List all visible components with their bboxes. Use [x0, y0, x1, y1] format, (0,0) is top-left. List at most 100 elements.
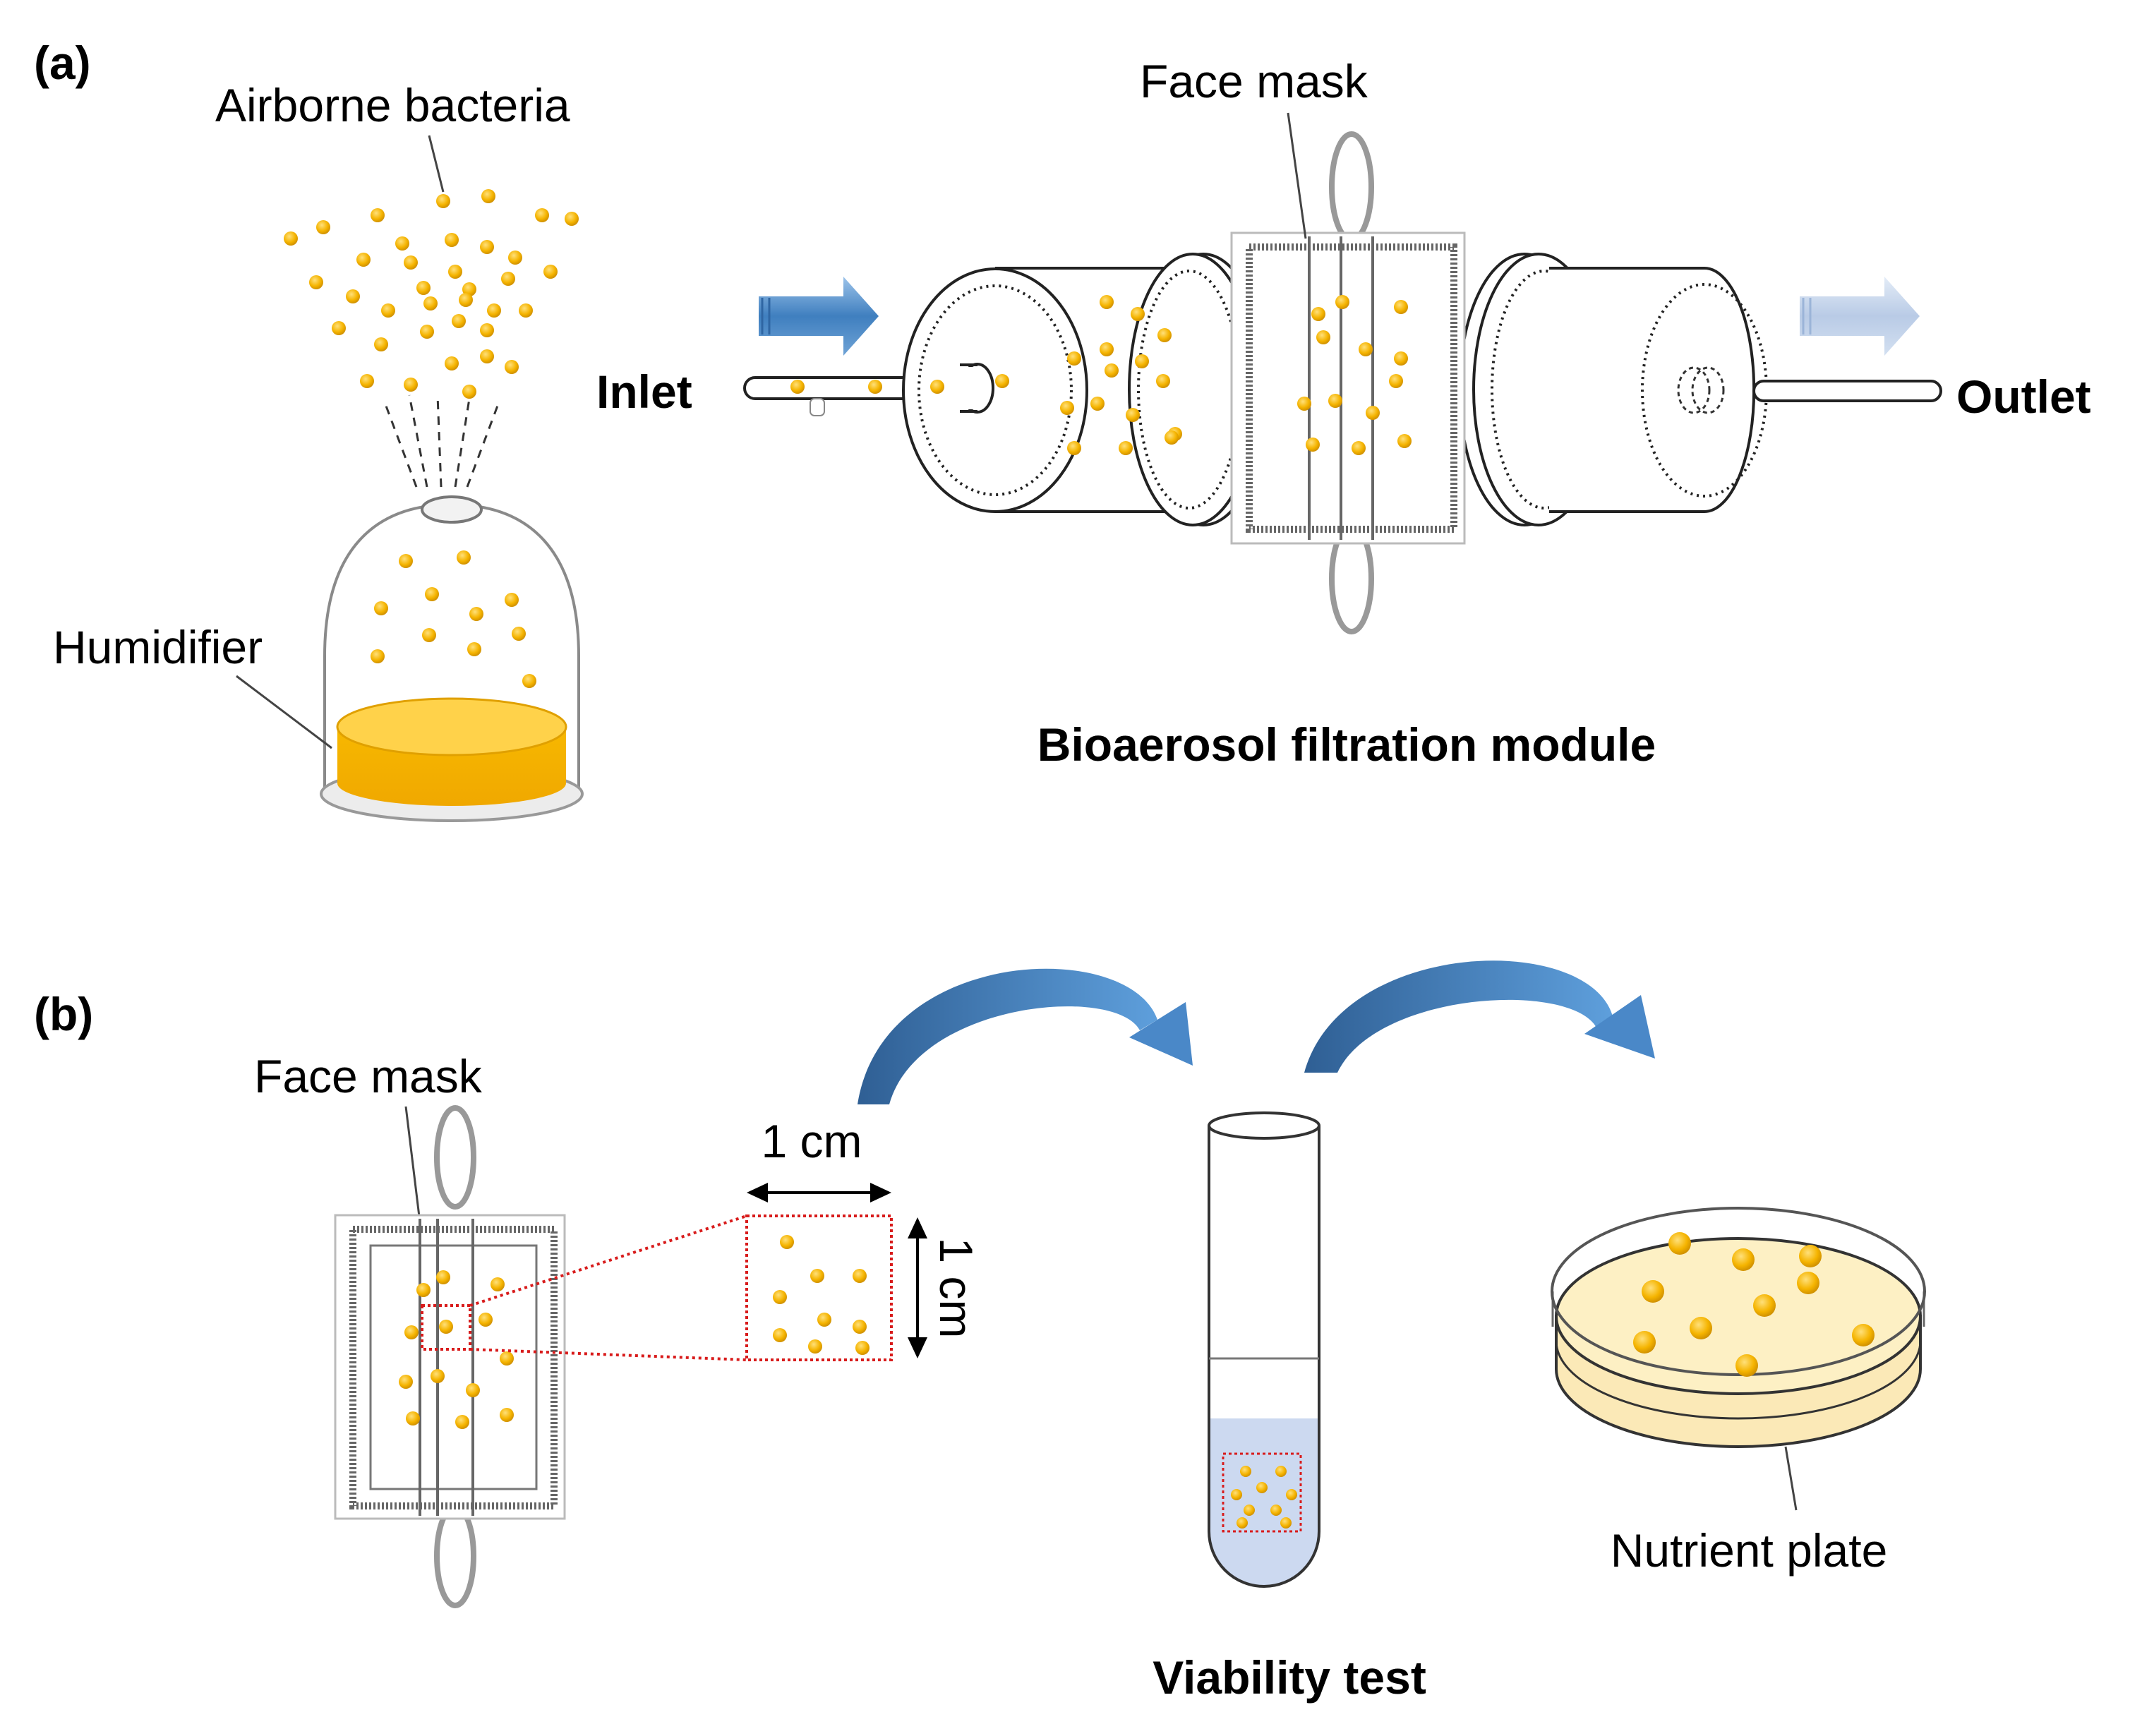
bacterium-dot — [519, 303, 533, 318]
bacterium-dot — [459, 293, 473, 307]
bacterium-dot — [309, 275, 323, 289]
bacterium-dot — [1352, 441, 1366, 455]
bacterium-dot — [466, 1383, 480, 1397]
bacterium-dot — [930, 380, 944, 394]
bacterium-dot — [404, 378, 418, 392]
bacterium-dot — [1090, 397, 1105, 411]
bacterium-dot — [423, 296, 438, 311]
bacterium-dot — [491, 1277, 505, 1291]
humidifier-leader — [236, 675, 332, 749]
bacterium-dot — [853, 1269, 867, 1283]
bacterium-dot — [487, 303, 501, 318]
zoom-source-box — [421, 1304, 471, 1351]
bacterium-dot — [448, 265, 462, 279]
bacterium-dot — [780, 1235, 794, 1249]
curved-arrow-2-icon — [1304, 960, 1655, 1073]
bacterium-dot — [565, 212, 579, 226]
bacterium-dot — [479, 1313, 493, 1327]
bacterium-dot — [1231, 1489, 1242, 1500]
module-title: Bioaerosol filtration module — [1037, 718, 1656, 771]
spray-lines — [383, 394, 499, 488]
bacterium-dot — [1394, 351, 1408, 366]
bacterium-dot — [360, 374, 374, 388]
bacterium-dot — [1060, 401, 1074, 415]
bacterium-dot — [500, 1351, 514, 1366]
bacterium-dot — [374, 337, 388, 351]
bacterium-dot — [436, 1270, 450, 1284]
bacterium-dot — [1397, 434, 1412, 448]
bacterium-dot — [1359, 342, 1373, 356]
height-label: 1 cm — [930, 1237, 982, 1338]
bacterium-dot — [1244, 1505, 1255, 1516]
bacterium-dot — [1126, 408, 1140, 422]
outlet-label: Outlet — [1956, 370, 2091, 423]
bacterium-dot — [1311, 307, 1325, 321]
bacterium-dot — [316, 220, 330, 234]
bacterium-dot — [457, 550, 471, 565]
bacterium-dot — [995, 374, 1009, 388]
bacterium-dot — [1119, 441, 1133, 455]
bacterium-dot — [480, 323, 494, 337]
bacterium-dot — [810, 1269, 824, 1283]
bacterium-dot — [439, 1320, 453, 1334]
mask-leader — [404, 1106, 421, 1223]
height-dimension-arrow — [908, 1217, 927, 1358]
bacterium-dot — [1316, 330, 1330, 344]
plate-colonies — [1633, 1232, 1875, 1377]
bacterium-dot — [1100, 342, 1114, 356]
bacterium-dot — [1270, 1505, 1282, 1516]
bacterium-dot — [399, 1375, 413, 1389]
bacterium-dot — [1394, 300, 1408, 314]
face-mask-icon — [334, 1105, 566, 1608]
bacterium-dot — [1797, 1272, 1819, 1294]
bacterium-dot — [1256, 1482, 1268, 1493]
bacterium-dot — [1633, 1331, 1656, 1354]
bacterium-dot — [1642, 1280, 1664, 1303]
zoom-line-top — [469, 1214, 747, 1307]
bacterium-dot — [399, 554, 413, 568]
zoom-bacteria — [773, 1235, 870, 1355]
bacterium-dot — [1157, 328, 1172, 342]
bacterium-dot — [480, 349, 494, 363]
bacterium-dot — [1135, 354, 1149, 368]
module-bacteria — [790, 295, 1412, 455]
bacterium-dot — [868, 380, 882, 394]
bacterium-dot — [455, 1415, 469, 1429]
bacterium-dot — [1328, 394, 1342, 408]
bacterium-dot — [1735, 1354, 1758, 1377]
bacterium-dot — [284, 231, 298, 246]
outflow-arrow-icon — [1800, 277, 1920, 356]
inlet-label: Inlet — [596, 366, 692, 418]
humidifier-label: Humidifier — [53, 621, 263, 673]
bacterium-dot — [1237, 1517, 1248, 1529]
airborne-bacteria-cloud — [284, 189, 579, 399]
humidifier-icon — [320, 495, 584, 822]
bacterium-dot — [445, 233, 459, 247]
bacterium-dot — [773, 1328, 787, 1342]
width-dimension-arrow — [747, 1183, 891, 1202]
bacterium-dot — [501, 272, 515, 286]
bacterium-dot — [395, 236, 409, 251]
bacterium-dot — [808, 1339, 822, 1354]
bacterium-dot — [1067, 441, 1081, 455]
bacterium-dot — [522, 674, 536, 688]
bacterium-dot — [374, 601, 388, 615]
bacterium-dot — [481, 189, 495, 203]
test-tube-icon — [1208, 1111, 1320, 1588]
bacterium-dot — [1753, 1294, 1776, 1317]
module-face-mask-icon — [1230, 131, 1466, 634]
bacterium-dot — [469, 607, 483, 621]
bacterium-dot — [1280, 1517, 1292, 1529]
bacterium-dot — [467, 642, 481, 656]
bacterium-dot — [505, 593, 519, 607]
filtration-module-icon — [743, 253, 1942, 526]
bacterium-dot — [480, 240, 494, 254]
width-label: 1 cm — [761, 1115, 862, 1167]
airborne-bacteria-label: Airborne bacteria — [215, 79, 570, 131]
mask-label: Face mask — [254, 1050, 483, 1102]
bacterium-dot — [535, 208, 549, 222]
bacterium-dot — [500, 1408, 514, 1422]
tube-bacteria — [1231, 1466, 1297, 1529]
bacterium-dot — [356, 253, 371, 267]
mask-bacteria — [399, 1270, 514, 1429]
